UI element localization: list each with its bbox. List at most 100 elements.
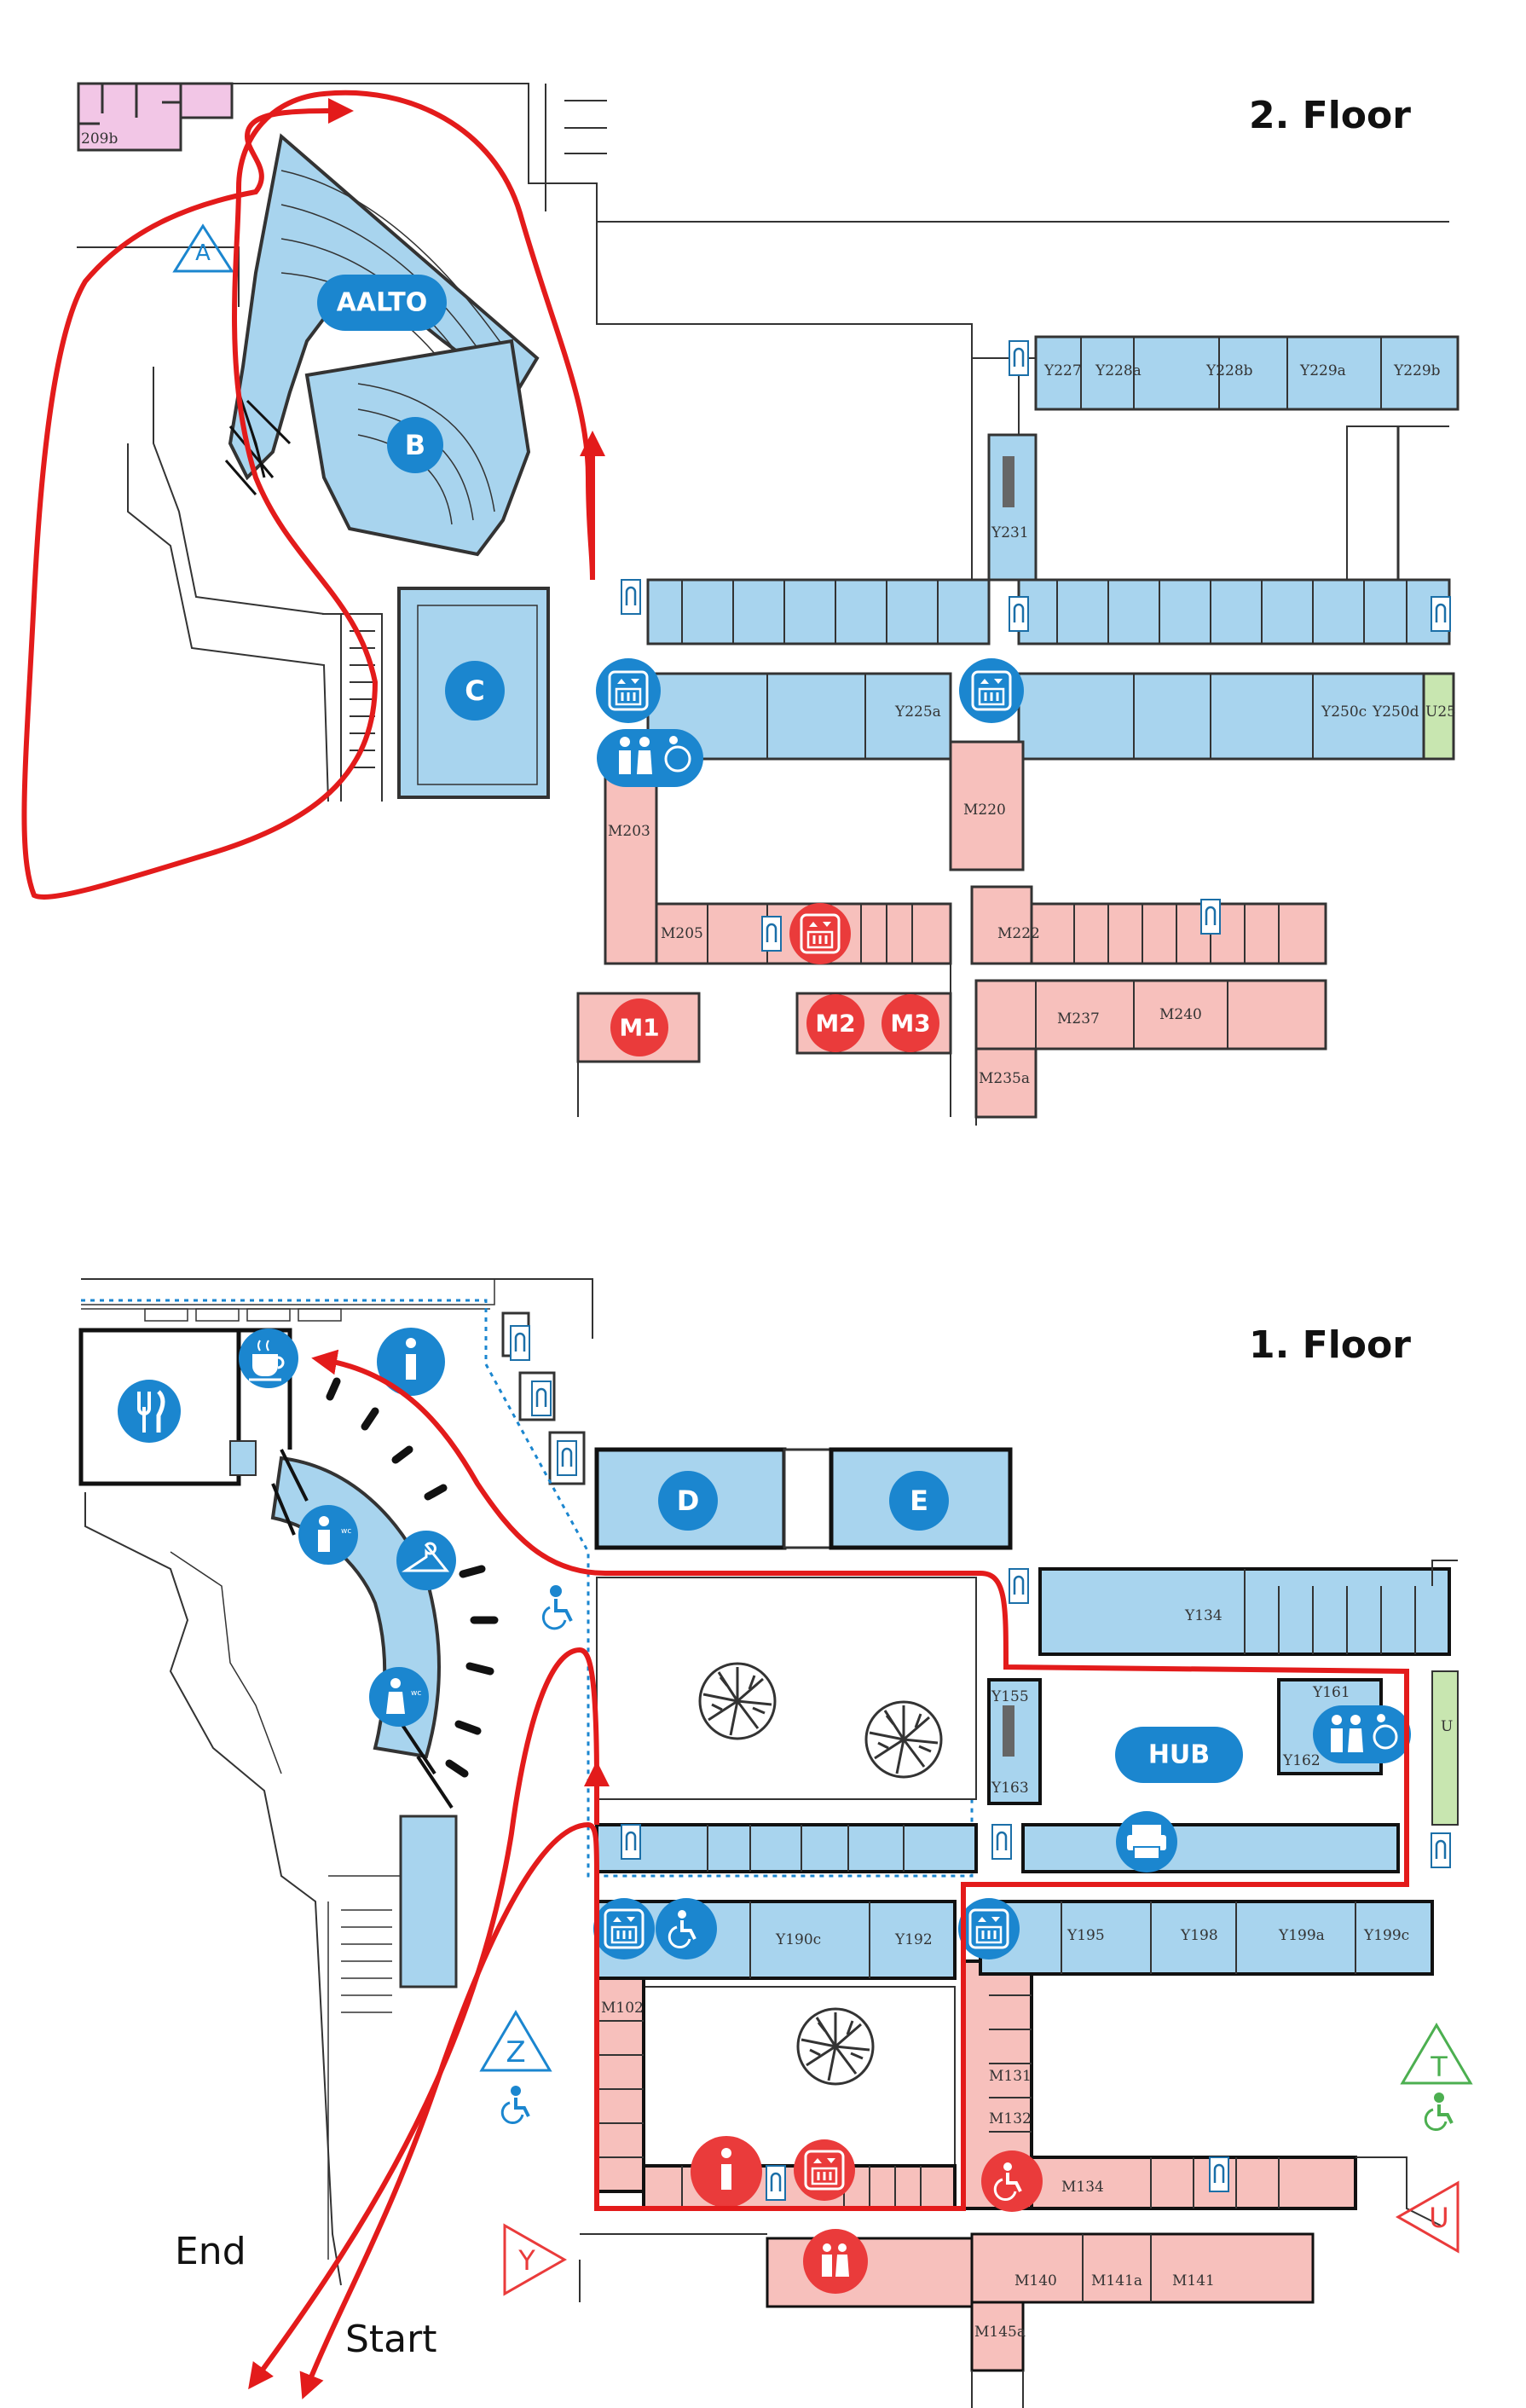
elevator-icon bbox=[593, 1898, 655, 1959]
room-y162: Y162 bbox=[1282, 1752, 1321, 1769]
room-209b: 209b bbox=[81, 130, 118, 148]
svg-text:HUB: HUB bbox=[1148, 1740, 1210, 1770]
cafe-icon bbox=[239, 1328, 298, 1388]
room-m141: M141 bbox=[1172, 2272, 1215, 2289]
room-m237: M237 bbox=[1057, 1010, 1100, 1027]
room-m220: M220 bbox=[963, 802, 1006, 819]
svg-text:E: E bbox=[910, 1485, 928, 1517]
restroom-icon bbox=[1313, 1705, 1411, 1763]
svg-text:Z: Z bbox=[506, 2035, 525, 2069]
badge-aalto: AALTO bbox=[317, 275, 447, 331]
room-y161: Y161 bbox=[1312, 1684, 1350, 1701]
svg-text:Y: Y bbox=[517, 2244, 535, 2277]
stairs-icon bbox=[620, 1823, 642, 1861]
room-y195: Y195 bbox=[1066, 1927, 1105, 1944]
svg-text:T: T bbox=[1430, 2051, 1448, 2083]
floor-1-map: Y190c Y192 M102 M131 M132 M134 M140 M141… bbox=[78, 1278, 1473, 2408]
entrance-z-marker: Z bbox=[479, 2010, 552, 2072]
floor-2-map: 209b Y227 Y228a Y228b Y229a Y229b Y231 bbox=[21, 82, 1460, 1126]
room-m145a: M145a bbox=[974, 2324, 1026, 2341]
badge-hub: HUB bbox=[1115, 1727, 1243, 1783]
room-m205: M205 bbox=[661, 925, 703, 942]
room-y229b: Y229b bbox=[1393, 362, 1441, 379]
svg-text:wc: wc bbox=[411, 1689, 421, 1698]
svg-text:C: C bbox=[465, 674, 484, 707]
room-m132: M132 bbox=[989, 2110, 1032, 2127]
room-u: U bbox=[1441, 1718, 1453, 1735]
badge-c: C bbox=[445, 661, 505, 721]
entrance-y-marker: Y bbox=[503, 2223, 568, 2296]
svg-text:B: B bbox=[405, 429, 425, 461]
cloakroom-icon bbox=[396, 1531, 456, 1590]
room-m203: M203 bbox=[608, 823, 650, 840]
entrance-t-marker: T bbox=[1400, 2023, 1473, 2085]
restroom-icon: wc bbox=[298, 1505, 358, 1565]
stairs-icon bbox=[1008, 339, 1030, 377]
floor-1-title: 1. Floor bbox=[1249, 1323, 1411, 1367]
accessible-icon bbox=[541, 1585, 573, 1630]
accessible-icon bbox=[981, 2150, 1043, 2212]
svg-text:wc: wc bbox=[341, 1527, 351, 1536]
room-y155: Y155 bbox=[991, 1688, 1029, 1705]
room-m131: M131 bbox=[989, 2068, 1032, 2085]
stairs-icon bbox=[620, 578, 642, 616]
room-m141a: M141a bbox=[1091, 2272, 1142, 2289]
route-end-label: End bbox=[175, 2230, 246, 2273]
stairs-icon bbox=[765, 2164, 787, 2202]
stairs-icon bbox=[509, 1324, 531, 1362]
room-y250c: Y250c bbox=[1321, 703, 1367, 721]
svg-text:U: U bbox=[1429, 2202, 1448, 2234]
entrance-a-marker: A bbox=[172, 223, 234, 273]
room-y250d: Y250d bbox=[1372, 703, 1419, 721]
room-y228a: Y228a bbox=[1095, 362, 1142, 379]
stairs-icon bbox=[1199, 898, 1222, 935]
badge-m1: M1 bbox=[610, 999, 668, 1056]
svg-text:A: A bbox=[195, 240, 211, 266]
stairs-icon bbox=[760, 915, 783, 952]
stairs-icon bbox=[1008, 595, 1030, 633]
svg-text:M3: M3 bbox=[890, 1010, 930, 1038]
restroom-icon bbox=[597, 729, 703, 787]
route-upper-loop bbox=[21, 90, 595, 900]
room-u25: U25 bbox=[1425, 703, 1456, 721]
room-m140: M140 bbox=[1014, 2272, 1057, 2289]
room-y228b: Y228b bbox=[1205, 362, 1253, 379]
stairs-icon bbox=[1008, 1567, 1030, 1605]
accessible-icon bbox=[656, 1898, 717, 1959]
accessible-icon bbox=[1424, 2093, 1454, 2132]
room-y134: Y134 bbox=[1184, 1607, 1223, 1624]
stairs-icon bbox=[991, 1823, 1013, 1861]
room-m240: M240 bbox=[1159, 1006, 1202, 1023]
stairs-icon bbox=[1430, 595, 1452, 633]
badge-d: D bbox=[658, 1471, 718, 1531]
entrance-u-marker: U bbox=[1395, 2180, 1460, 2254]
room-m235a: M235a bbox=[979, 1070, 1030, 1087]
svg-text:M2: M2 bbox=[815, 1010, 855, 1038]
elevator-icon bbox=[596, 658, 661, 723]
elevator-icon bbox=[958, 1898, 1020, 1959]
room-m222: M222 bbox=[997, 925, 1040, 942]
room-y227: Y227 bbox=[1043, 362, 1082, 379]
printer-icon bbox=[1116, 1811, 1177, 1873]
room-m102: M102 bbox=[601, 2000, 644, 2017]
info-icon bbox=[377, 1328, 445, 1396]
restaurant-icon bbox=[118, 1380, 181, 1443]
room-y190c: Y190c bbox=[775, 1931, 821, 1948]
room-y231: Y231 bbox=[991, 524, 1029, 541]
stairs-icon bbox=[530, 1380, 552, 1417]
room-y199a: Y199a bbox=[1278, 1927, 1325, 1944]
accessible-icon bbox=[500, 2086, 530, 2125]
elevator-icon bbox=[794, 2139, 855, 2201]
restroom-icon bbox=[803, 2229, 868, 2294]
room-m134: M134 bbox=[1061, 2179, 1104, 2196]
badge-e: E bbox=[889, 1471, 949, 1531]
badge-m2: M2 bbox=[806, 994, 864, 1052]
elevator-icon bbox=[959, 658, 1024, 723]
stairs-icon bbox=[556, 1439, 578, 1477]
room-y163: Y163 bbox=[991, 1780, 1029, 1797]
stairs-icon bbox=[1208, 2156, 1230, 2193]
room-y229a: Y229a bbox=[1299, 362, 1346, 379]
floor-2-title: 2. Floor bbox=[1249, 94, 1411, 137]
badge-m3: M3 bbox=[881, 994, 939, 1052]
